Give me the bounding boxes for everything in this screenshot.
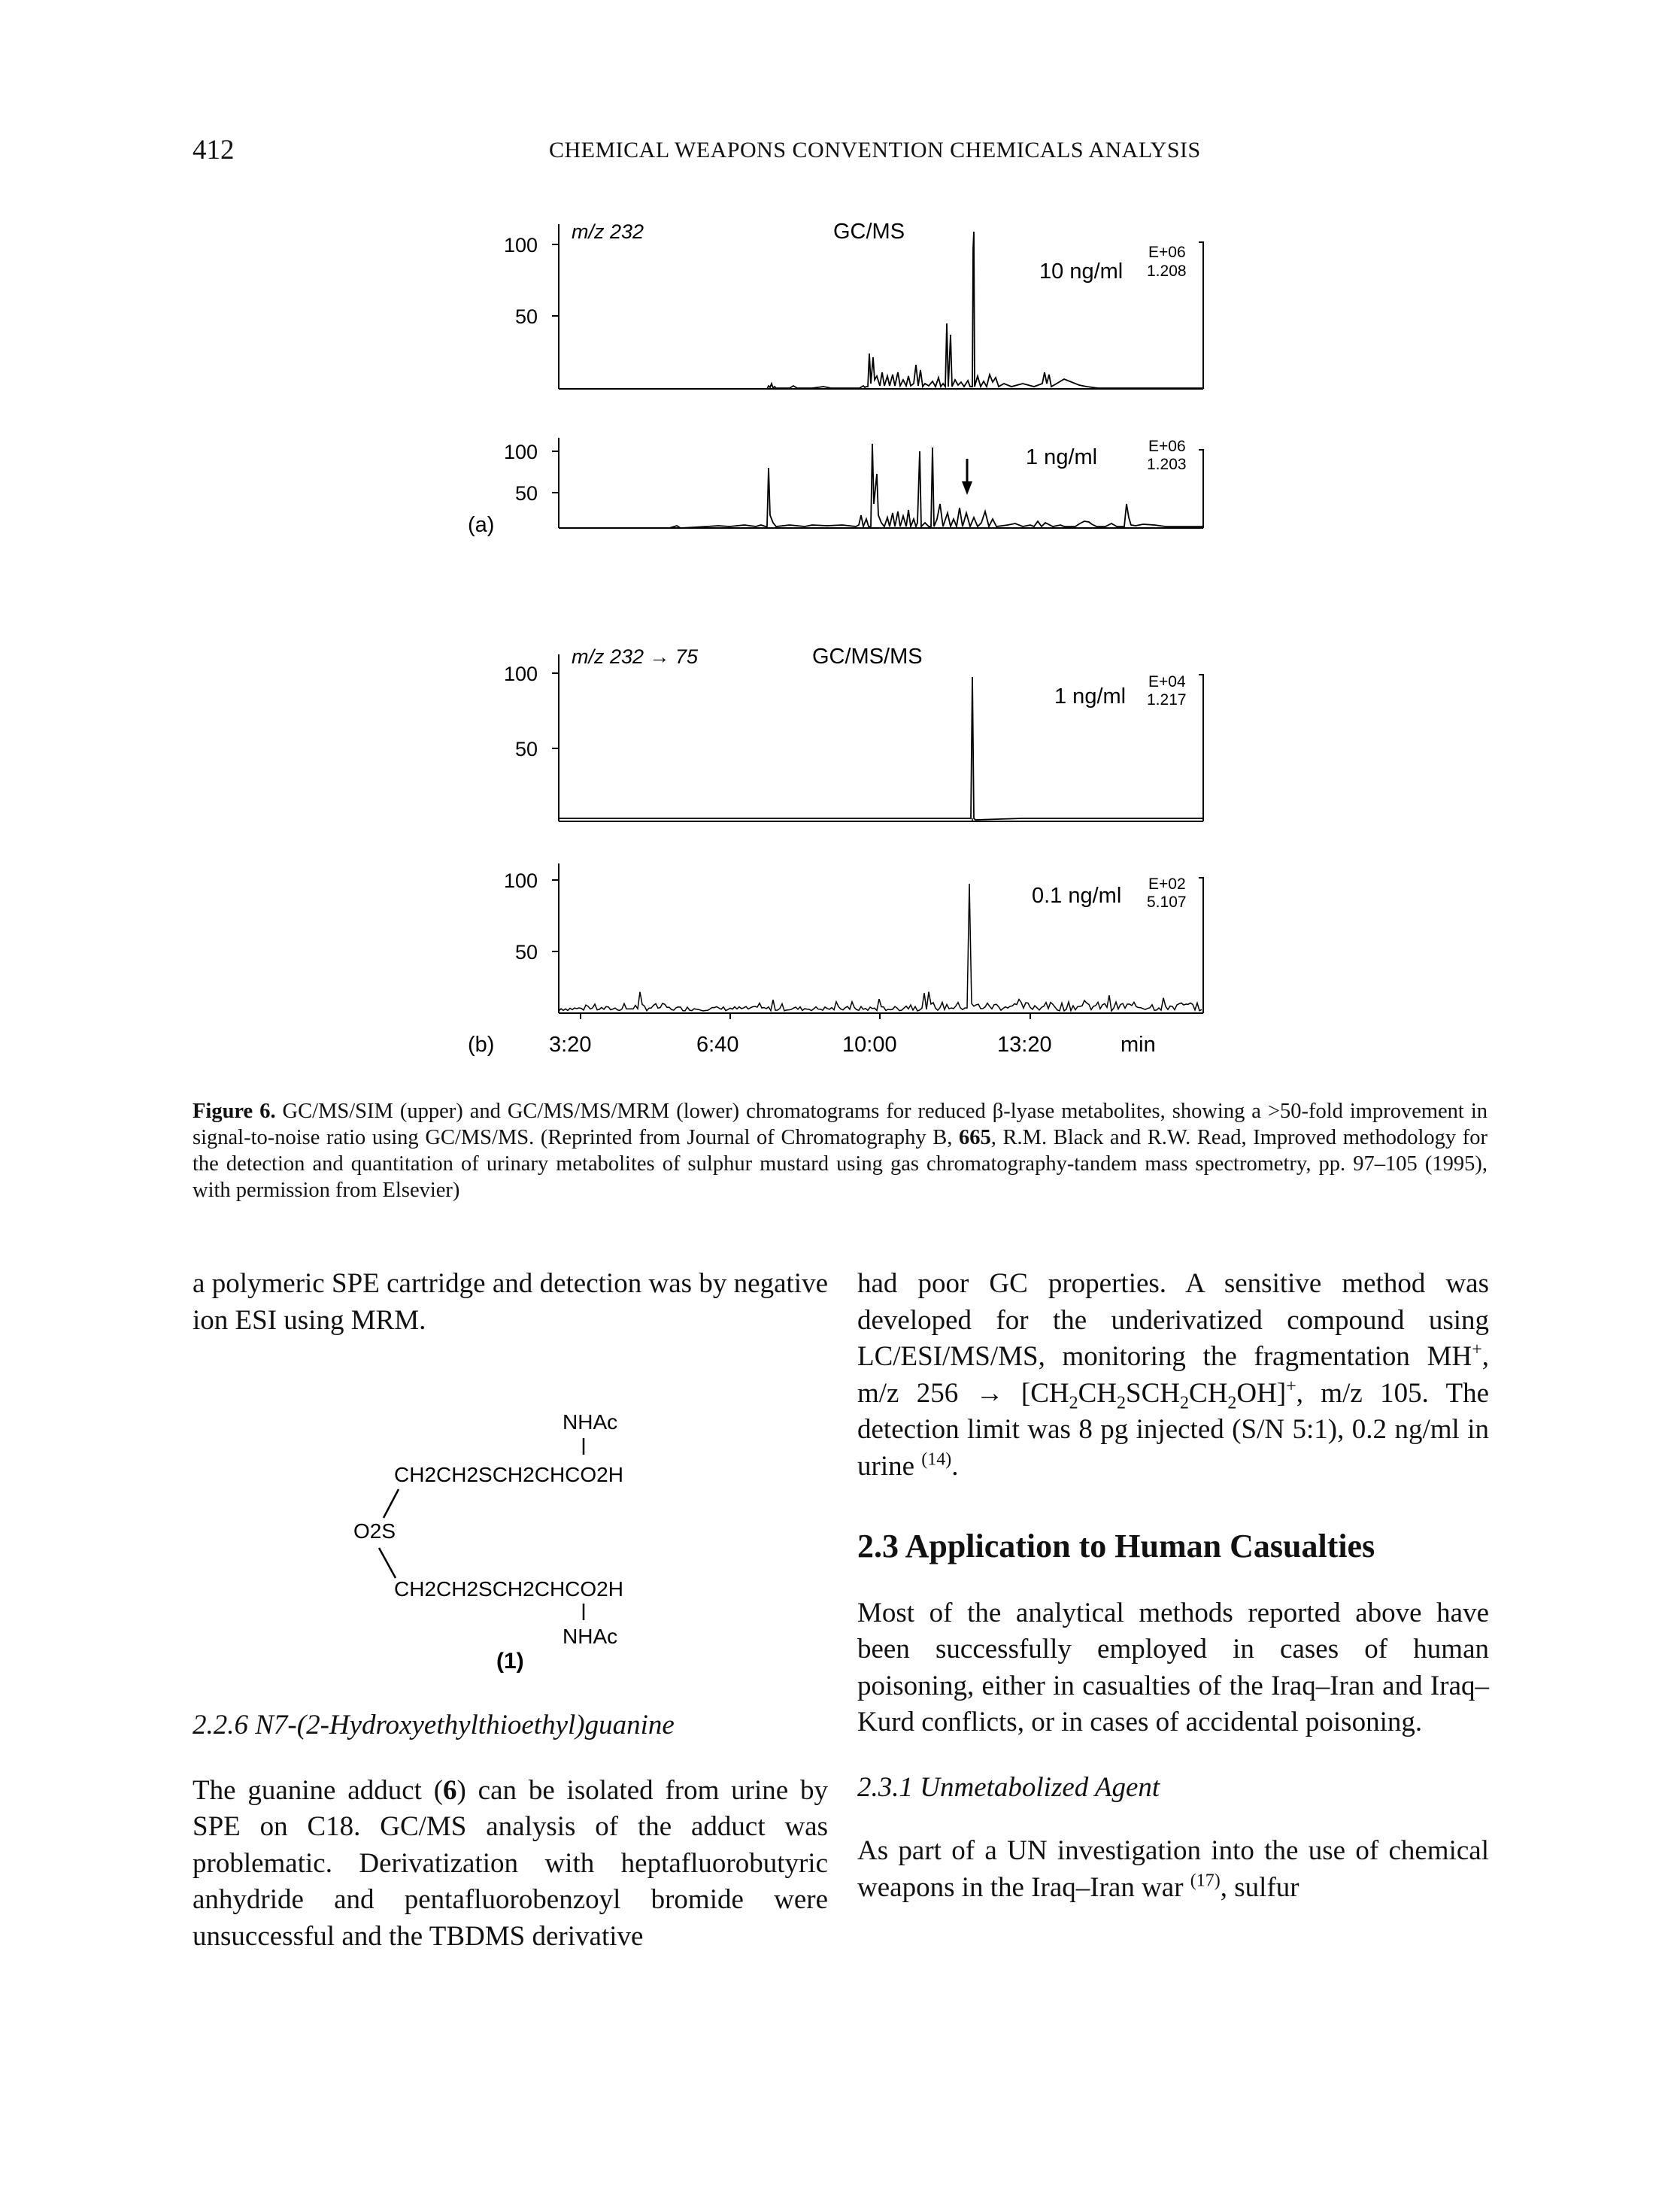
running-title: CHEMICAL WEAPONS CONVENTION CHEMICALS AN… bbox=[549, 138, 1201, 162]
ion-label-3: m/z 232 → 75 bbox=[572, 645, 699, 668]
nhac-top: NHAc bbox=[563, 1410, 617, 1434]
y-tick-100: 100 bbox=[504, 441, 538, 463]
trace-line-3 bbox=[559, 676, 1203, 821]
y-tick-100: 100 bbox=[504, 869, 538, 892]
citation-14: (14) bbox=[921, 1449, 952, 1470]
conc-label-1: 10 ng/ml bbox=[1039, 259, 1123, 284]
trace-line-4 bbox=[558, 883, 1202, 1012]
trace-3: 100 50 m/z 232 → 75 GC/MS/MS 1 ng/ml E+0… bbox=[504, 645, 1204, 822]
y-tick-50: 50 bbox=[515, 482, 538, 505]
right-para-1-end: . bbox=[951, 1450, 959, 1482]
caption-label: Figure 6. bbox=[193, 1100, 276, 1123]
compound-label: (1) bbox=[496, 1649, 524, 1674]
section-heading-2-3: 2.3 Application to Human Casualties bbox=[857, 1528, 1375, 1564]
o2s-label: O2S bbox=[353, 1519, 396, 1543]
arrow-down-icon bbox=[962, 459, 972, 495]
x-tick-13-20: 13:20 bbox=[997, 1033, 1052, 1057]
left-para-2-b: ) can be isolated from urine by SPE on C… bbox=[193, 1774, 829, 1952]
right-para-3-a: As part of a UN investigation into the u… bbox=[857, 1835, 1489, 1903]
conc-label-2: 1 ng/ml bbox=[1026, 445, 1097, 469]
page-number: 412 bbox=[193, 135, 235, 165]
section-heading-2-2-6: 2.2.6 N7-(2-Hydroxyethylthioethyl)guanin… bbox=[193, 1710, 675, 1740]
y-tick-50: 50 bbox=[515, 941, 538, 964]
chromatogram-svg: 100 50 m/z 232 GC/MS 10 ng/ml E+06 1.208… bbox=[468, 220, 1204, 1057]
right-para-2: Most of the analytical methods reported … bbox=[857, 1597, 1489, 1738]
scale-label-2: 1.203 bbox=[1147, 456, 1187, 473]
left-column: a polymeric SPE cartridge and detection … bbox=[193, 1266, 828, 1339]
right-para-1: had poor GC properties. A sensitive meth… bbox=[857, 1268, 1489, 1482]
y-tick-100: 100 bbox=[504, 234, 538, 256]
right-para-1-b: , m/z 256 → [CH bbox=[857, 1341, 1489, 1409]
left-para-1: a polymeric SPE cartridge and detection … bbox=[193, 1268, 828, 1336]
right-para-1-g: , m/z 105. The detection limit was 8 pg … bbox=[857, 1377, 1489, 1482]
right-para-1-d: SCH bbox=[1126, 1377, 1181, 1409]
conc-label-4: 0.1 ng/ml bbox=[1032, 884, 1121, 908]
trace-1: 100 50 m/z 232 GC/MS 10 ng/ml E+06 1.208 bbox=[504, 220, 1204, 390]
chain-bottom: CH2CH2SCH2CHCO2H bbox=[394, 1577, 623, 1601]
method-label-1: GC/MS bbox=[833, 220, 905, 244]
caption-text-2: , R.M. Black and R.W. Read, Improved met… bbox=[193, 1126, 1488, 1202]
compound-ref-6: 6 bbox=[443, 1774, 457, 1806]
right-column: had poor GC properties. A sensitive meth… bbox=[857, 1266, 1489, 1906]
x-tick-10-00: 10:00 bbox=[842, 1033, 897, 1057]
left-para-2-a: The guanine adduct ( bbox=[193, 1774, 444, 1806]
scale-label-1: 1.208 bbox=[1147, 263, 1187, 280]
caption-text-1: GC/MS/SIM (upper) and GC/MS/MS/MRM (lowe… bbox=[193, 1100, 1487, 1149]
left-column-lower: 2.2.6 N7-(2-Hydroxyethylthioethyl)guanin… bbox=[193, 1707, 828, 1955]
trace-4: 100 50 0.1 ng/ml E+02 5.107 3:20 6:40 10… bbox=[504, 863, 1204, 1057]
chain-top: CH2CH2SCH2CHCO2H bbox=[394, 1463, 623, 1486]
method-label-3: GC/MS/MS bbox=[812, 645, 923, 669]
exp-label-1: E+06 bbox=[1148, 244, 1186, 261]
section-heading-2-3-1: 2.3.1 Unmetabolized Agent bbox=[857, 1771, 1160, 1803]
right-para-1-f: OH] bbox=[1236, 1377, 1287, 1409]
exp-label-3: E+04 bbox=[1148, 673, 1186, 690]
nhac-bottom: NHAc bbox=[563, 1625, 617, 1648]
x-axis-unit: min bbox=[1121, 1033, 1156, 1057]
panel-b-label: (b) bbox=[468, 1033, 494, 1057]
right-para-1-e: CH bbox=[1189, 1377, 1228, 1409]
figure-caption: Figure 6. GC/MS/SIM (upper) and GC/MS/MS… bbox=[193, 1098, 1487, 1203]
trace-line-2 bbox=[559, 443, 1203, 530]
x-tick-3-20: 3:20 bbox=[549, 1033, 591, 1057]
right-para-3-b: , sulfur bbox=[1220, 1871, 1299, 1903]
chemical-structure-1: NHAc CH2CH2SCH2CHCO2H O2S CH2CH2SCH2CHCO… bbox=[346, 1399, 767, 1681]
x-tick-6-40: 6:40 bbox=[696, 1033, 738, 1057]
chromatogram-figure: 100 50 m/z 232 GC/MS 10 ng/ml E+06 1.208… bbox=[421, 203, 1233, 1064]
citation-17: (17) bbox=[1190, 1871, 1221, 1891]
exp-label-2: E+06 bbox=[1148, 438, 1186, 455]
y-tick-100: 100 bbox=[504, 663, 538, 685]
trace-2: 100 50 1 ng/ml E+06 1.203 bbox=[504, 438, 1204, 530]
scale-label-4: 5.107 bbox=[1147, 894, 1187, 911]
y-tick-50: 50 bbox=[515, 305, 538, 328]
y-tick-50: 50 bbox=[515, 738, 538, 760]
caption-volume: 665 bbox=[959, 1126, 991, 1149]
trace-line-1 bbox=[559, 231, 1203, 390]
panel-a-label: (a) bbox=[468, 513, 494, 537]
ion-label-1: m/z 232 bbox=[572, 220, 644, 243]
right-para-1-c: CH bbox=[1078, 1377, 1117, 1409]
exp-label-4: E+02 bbox=[1148, 876, 1186, 893]
structure-svg: NHAc CH2CH2SCH2CHCO2H O2S CH2CH2SCH2CHCO… bbox=[353, 1410, 623, 1674]
right-para-1-a: had poor GC properties. A sensitive meth… bbox=[857, 1268, 1489, 1372]
left-para-2: The guanine adduct (6) can be isolated f… bbox=[193, 1773, 828, 1956]
scale-label-3: 1.217 bbox=[1147, 691, 1187, 709]
conc-label-3: 1 ng/ml bbox=[1054, 684, 1126, 709]
right-para-3: As part of a UN investigation into the u… bbox=[857, 1833, 1489, 1906]
